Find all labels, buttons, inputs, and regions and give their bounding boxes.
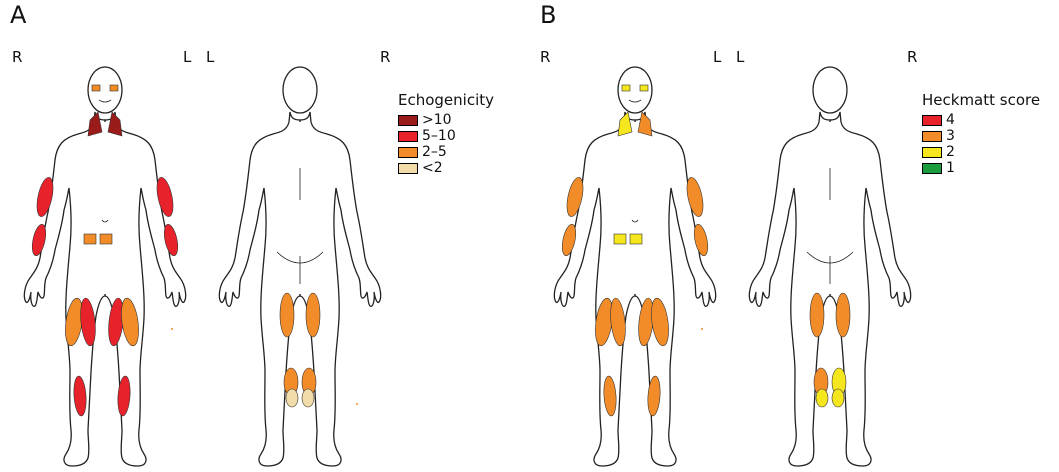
region-abdomen-right [614,234,626,244]
body-left-half [749,112,830,466]
legend-label: 5–10 [422,128,456,144]
body-left-half [24,112,105,466]
body-left-half [554,112,635,466]
legend-item: <2 [398,160,494,176]
region-neck-right [108,112,122,136]
legend-swatch [922,115,942,126]
torso-center [96,122,114,294]
region-neck-right [638,112,652,136]
body-outline [24,67,185,466]
region-neck-left [618,112,632,136]
panel-letter: B [540,0,556,30]
legend-swatch [922,163,942,174]
region-neck-left [88,112,102,136]
body-left-half [219,112,300,466]
region-calf-left-lower [286,389,298,407]
region-abdomen-right [84,234,96,244]
front-body-figure [10,60,200,472]
legend-label: <2 [422,160,443,176]
body-right-half [830,112,911,466]
legend-label: 1 [946,160,955,176]
region-calf-right-lower [832,389,844,407]
legend-label: 2 [946,144,955,160]
torso-center [626,122,644,294]
back-body-figure [735,60,925,472]
legend-item: 4 [922,112,1040,128]
legend-swatch [398,131,418,142]
legend-swatch [398,163,418,174]
back-body-figure [205,60,395,472]
region-forehead-left [92,85,100,91]
panel-letter: A [10,0,26,30]
stray-mark [701,328,703,330]
body-right-half [300,112,381,466]
panel-a: A R L L R Echogenicity >10 5–10 2–5 <2 [0,0,529,472]
legend-item: 2 [922,144,1040,160]
legend: Heckmatt score 4 3 2 1 [922,90,1040,176]
head [813,67,847,113]
front-body-figure [540,60,730,472]
panel-b: B R L L R Heckmatt score 4 3 2 1 [530,0,1059,472]
region-forehead-left [622,85,630,91]
body-right-half [105,112,186,466]
legend-label: >10 [422,112,452,128]
legend-item: 1 [922,160,1040,176]
body-right-half [635,112,716,466]
legend-swatch [922,131,942,142]
legend-swatch [398,147,418,158]
legend: Echogenicity >10 5–10 2–5 <2 [398,90,494,176]
region-hamstring-right [306,293,320,337]
legend-label: 2–5 [422,144,447,160]
legend-label: 4 [946,112,955,128]
stray-mark [356,403,358,405]
head [283,67,317,113]
region-abdomen-left [630,234,642,244]
region-hamstring-left [280,293,294,337]
legend-swatch [922,147,942,158]
region-hamstring-left [810,293,824,337]
legend-item: 2–5 [398,144,494,160]
stray-mark [171,328,173,330]
legend-item: >10 [398,112,494,128]
region-abdomen-left [100,234,112,244]
legend-item: 5–10 [398,128,494,144]
region-forehead-right [110,85,118,91]
legend-item: 3 [922,128,1040,144]
region-calf-right-lower [302,389,314,407]
legend-title: Echogenicity [398,90,494,110]
region-hamstring-right [836,293,850,337]
legend-swatch [398,115,418,126]
body-outline [554,67,715,466]
legend-label: 3 [946,128,955,144]
region-forehead-right [640,85,648,91]
region-calf-left-lower [816,389,828,407]
legend-title: Heckmatt score [922,90,1040,110]
